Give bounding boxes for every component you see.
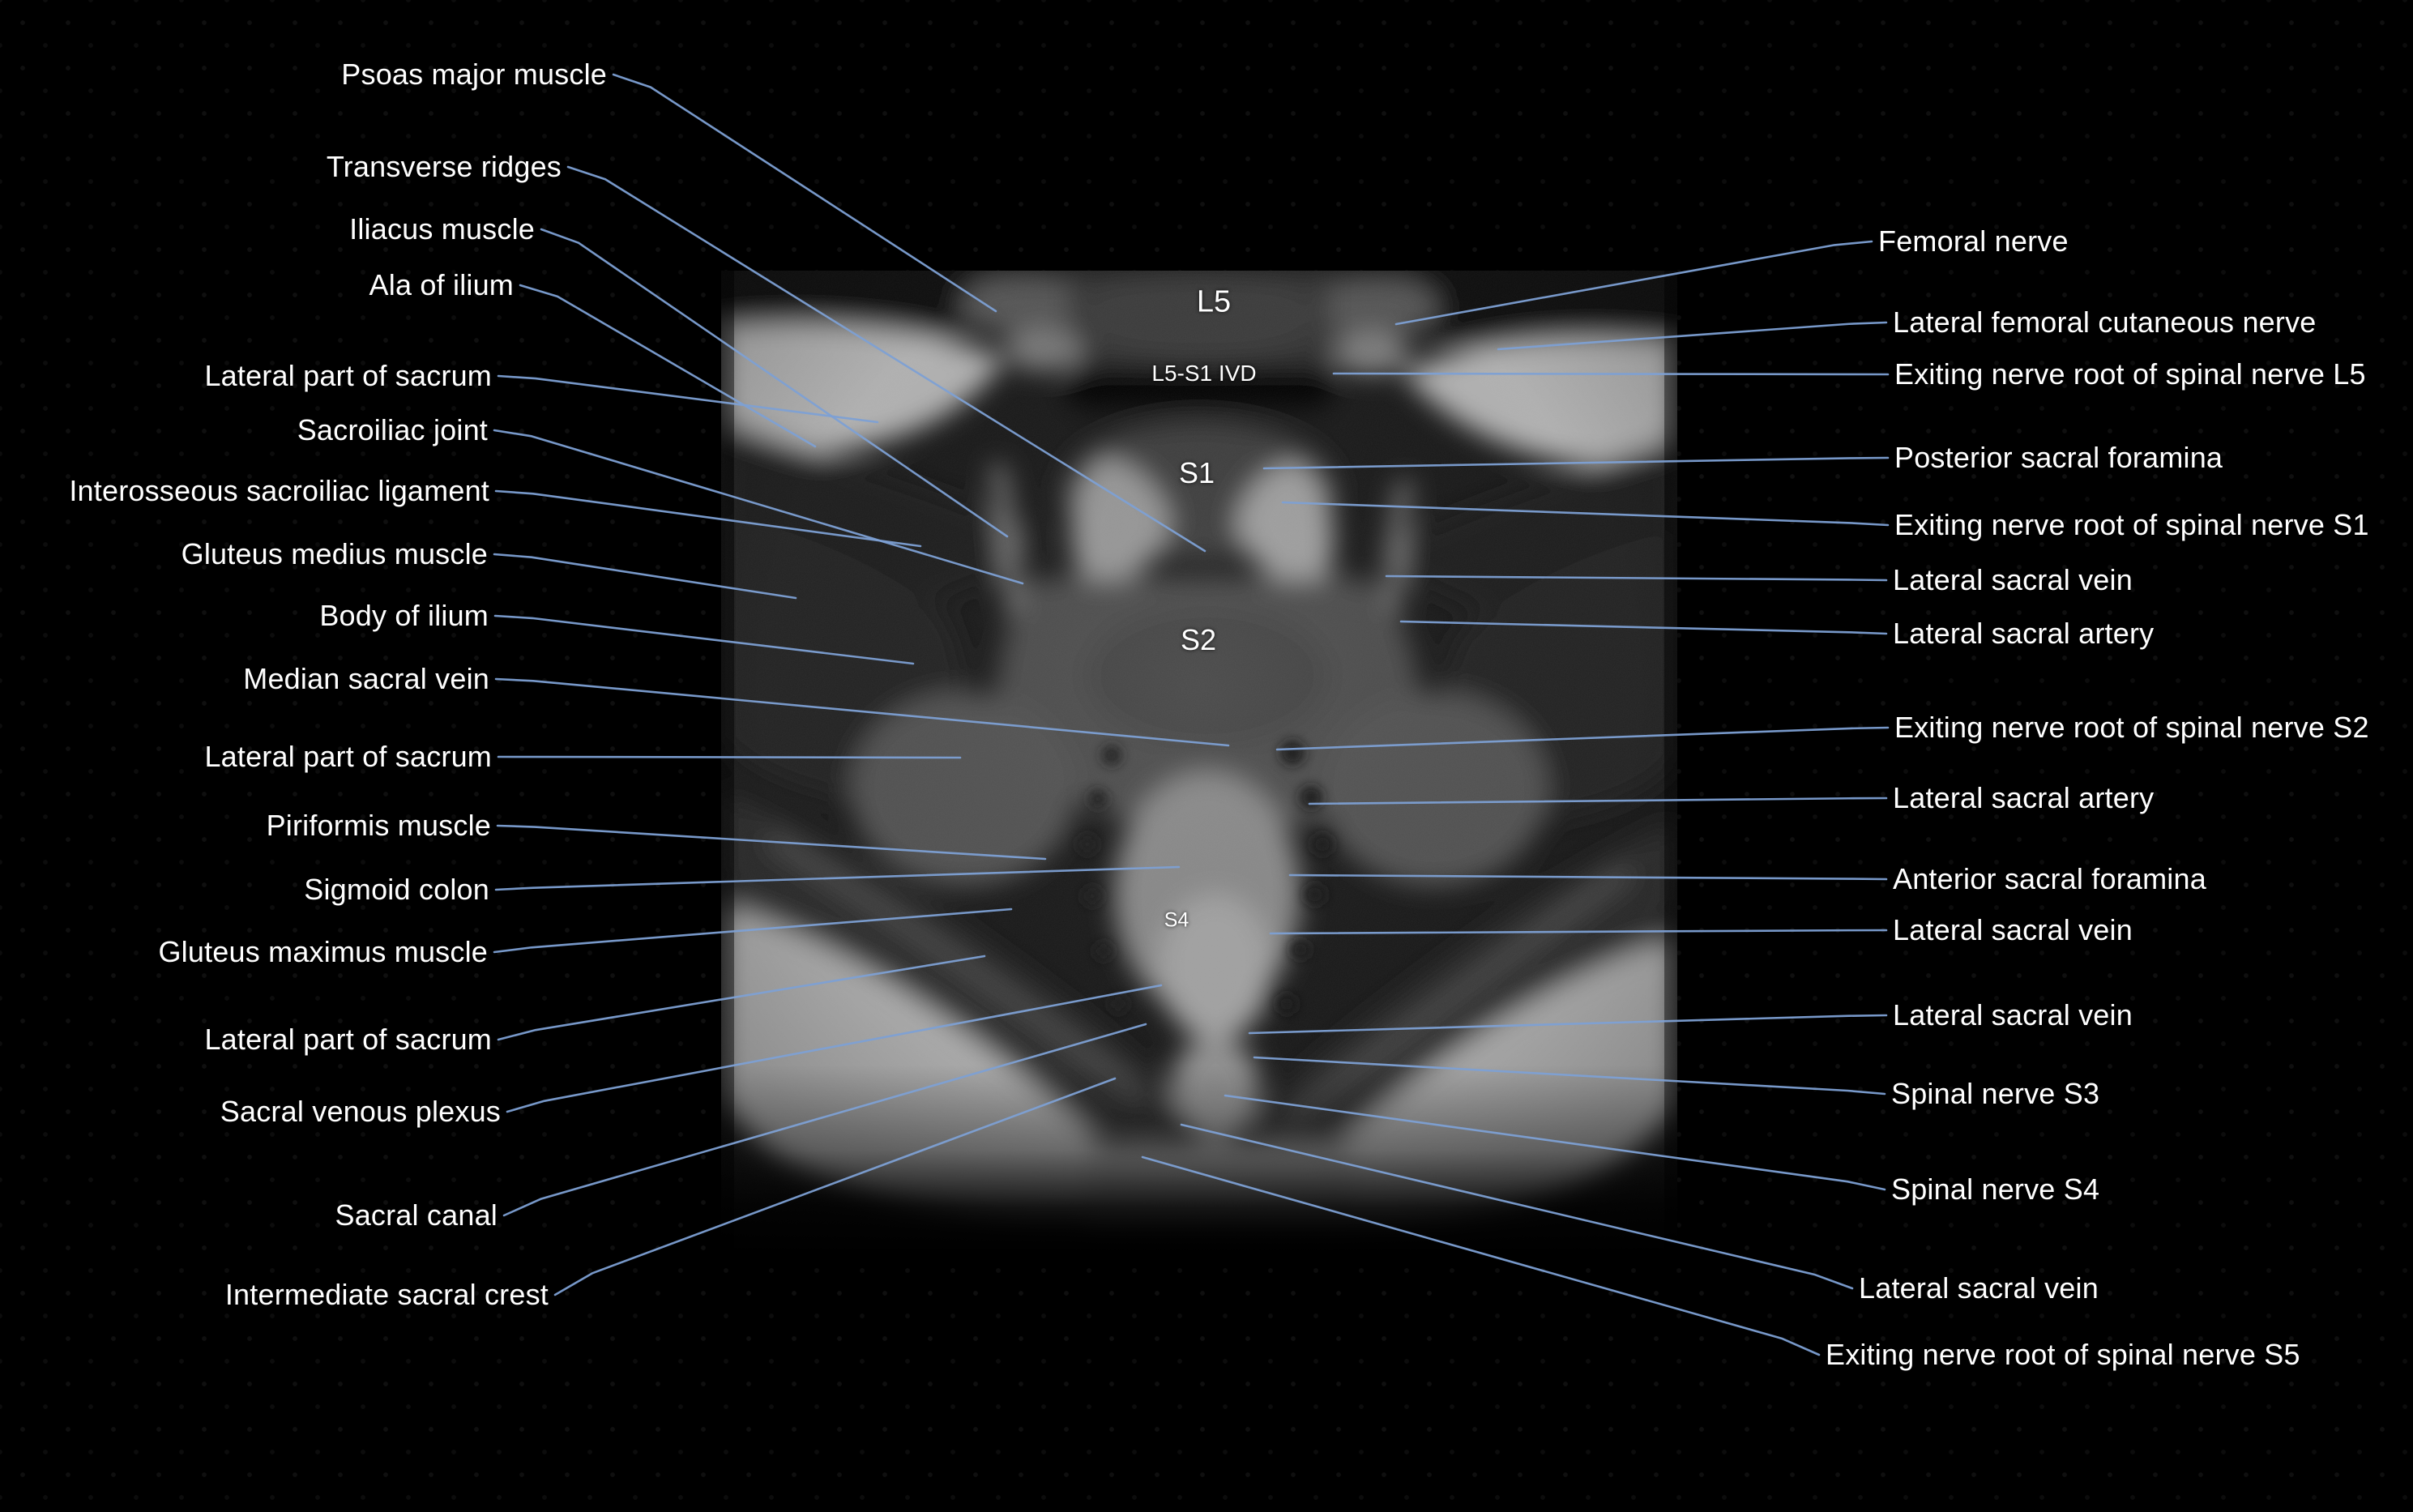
mri-image	[721, 271, 1677, 1255]
anatomy-label-right: Spinal nerve S4	[1891, 1172, 2100, 1207]
anatomy-label-left: Gluteus medius muscle	[181, 537, 488, 571]
anatomy-label-left: Gluteus maximus muscle	[158, 935, 488, 969]
anatomy-label-right: Exiting nerve root of spinal nerve S5	[1826, 1338, 2300, 1372]
anatomy-label-right: Lateral sacral vein	[1859, 1271, 2099, 1305]
anatomy-label-right: Lateral sacral vein	[1893, 998, 2133, 1032]
anatomy-label-right: Posterior sacral foramina	[1894, 441, 2223, 475]
anatomy-label-right: Femoral nerve	[1878, 224, 2069, 258]
mri-level-label: S2	[1180, 623, 1217, 656]
anatomy-label-left: Body of ilium	[319, 599, 489, 633]
anatomy-label-left: Lateral part of sacrum	[204, 1023, 492, 1057]
anatomy-label-right: Exiting nerve root of spinal nerve S1	[1894, 508, 2369, 542]
anatomy-label-left: Sigmoid colon	[304, 873, 489, 907]
mri-art	[721, 271, 1677, 1255]
anatomy-label-left: Lateral part of sacrum	[204, 740, 492, 774]
anatomy-label-left: Sacroiliac joint	[297, 413, 488, 447]
anatomy-label-left: Sacral canal	[335, 1198, 498, 1232]
anatomy-label-left: Psoas major muscle	[341, 58, 607, 92]
anatomy-label-right: Anterior sacral foramina	[1893, 862, 2206, 896]
anatomy-label-right: Spinal nerve S3	[1891, 1077, 2100, 1111]
anatomy-label-right: Lateral sacral vein	[1893, 913, 2133, 947]
anatomy-label-right: Lateral femoral cutaneous nerve	[1893, 305, 2317, 340]
anatomy-label-left: Interosseous sacroiliac ligament	[69, 474, 489, 508]
anatomy-label-right: Lateral sacral artery	[1893, 617, 2155, 651]
mri-level-label: S1	[1178, 456, 1215, 489]
anatomy-label-left: Intermediate sacral crest	[224, 1278, 549, 1312]
anatomy-label-right: Lateral sacral artery	[1893, 781, 2155, 815]
anatomy-label-right: Exiting nerve root of spinal nerve S2	[1894, 711, 2369, 745]
anatomy-label-right: Lateral sacral vein	[1893, 563, 2133, 597]
anatomy-label-left: Transverse ridges	[326, 150, 562, 184]
anatomy-label-left: Piriformis muscle	[266, 809, 491, 843]
mri-level-label: L5-S1 IVD	[1151, 361, 1257, 386]
anatomy-label-left: Sacral venous plexus	[220, 1095, 501, 1129]
anatomy-label-left: Lateral part of sacrum	[204, 359, 492, 393]
anatomy-label-left: Median sacral vein	[243, 662, 489, 696]
anatomy-label-right: Exiting nerve root of spinal nerve L5	[1894, 357, 2366, 391]
mri-level-label: L5	[1196, 284, 1232, 319]
mri-level-label: S4	[1164, 908, 1189, 932]
anatomy-label-left: Iliacus muscle	[349, 212, 535, 246]
anatomy-label-left: Ala of ilium	[369, 268, 514, 302]
